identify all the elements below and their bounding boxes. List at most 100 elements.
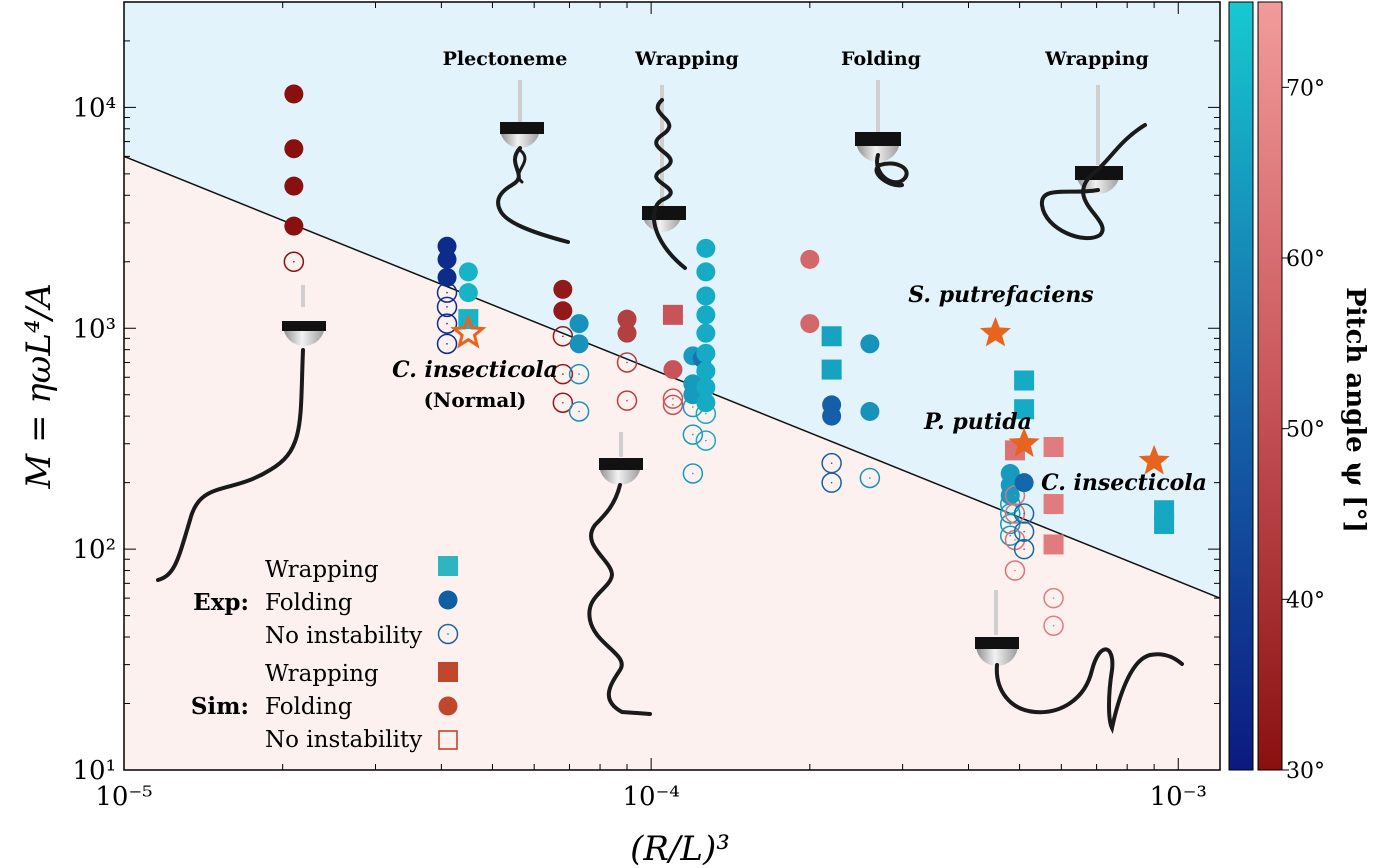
species-star xyxy=(450,314,487,349)
legend-marker xyxy=(438,662,458,682)
data-point-center xyxy=(1014,569,1016,572)
bacterium-illustrations xyxy=(156,80,1184,735)
data-point xyxy=(860,401,880,421)
data-point xyxy=(859,467,881,489)
data-point-center xyxy=(626,361,628,364)
data-point xyxy=(284,139,304,159)
data-point xyxy=(458,283,478,303)
data-point-center xyxy=(692,472,694,475)
data-point xyxy=(800,314,820,334)
data-point xyxy=(695,403,717,425)
data-point xyxy=(1043,534,1064,555)
legend-group-exp: Exp: xyxy=(193,589,249,616)
y-tick-label: 10⁴ xyxy=(72,93,116,123)
legend-label: Wrapping xyxy=(265,557,379,583)
data-point xyxy=(552,363,574,385)
colorbar-ticks: 30°40°50°60°70° xyxy=(1282,76,1325,784)
data-point xyxy=(436,282,458,303)
legend-marker xyxy=(437,623,459,645)
data-point-center xyxy=(672,397,674,400)
annotation-s-putrefaciens: S. putrefaciens xyxy=(908,282,1093,308)
data-point xyxy=(662,304,683,325)
annotation-c-insecticola-normal: C. insecticola xyxy=(392,357,558,383)
data-point xyxy=(553,279,573,299)
phase-regions xyxy=(124,2,1220,770)
data-point xyxy=(696,305,716,325)
data-point xyxy=(617,323,637,343)
bacterium-icon xyxy=(587,432,652,716)
data-point xyxy=(1013,538,1035,560)
regime-label-wrapping-right: Wrapping xyxy=(1044,48,1149,70)
legend-label: Wrapping xyxy=(265,661,379,687)
legend-marker xyxy=(438,696,458,716)
y-tick-label: 10¹ xyxy=(72,756,116,786)
data-point xyxy=(284,216,304,236)
data-point xyxy=(552,326,574,347)
data-point-center xyxy=(1009,523,1012,525)
data-point xyxy=(436,333,458,355)
data-point xyxy=(696,377,716,397)
data-point xyxy=(696,262,716,282)
data-point xyxy=(696,393,716,413)
data-point xyxy=(821,472,842,493)
data-point xyxy=(284,84,304,104)
data-point xyxy=(696,286,716,306)
data-point xyxy=(1004,560,1026,581)
colorbar-simulation xyxy=(1257,1,1283,771)
data-point xyxy=(458,262,478,282)
data-point-center xyxy=(578,410,580,413)
data-point-center xyxy=(1009,534,1012,537)
data-point xyxy=(662,388,684,409)
data-point-center xyxy=(293,260,295,263)
data-point xyxy=(436,296,458,318)
data-point xyxy=(860,334,880,354)
data-point xyxy=(1154,513,1175,534)
data-point xyxy=(1043,494,1064,515)
data-point-center xyxy=(446,343,448,345)
data-point xyxy=(569,334,589,354)
data-point xyxy=(821,359,842,380)
bacterium-icon xyxy=(1040,85,1147,241)
bacterium-icon xyxy=(496,80,570,244)
data-points xyxy=(283,84,1175,636)
regime-label-wrapping: Wrapping xyxy=(634,48,739,70)
legend-group-sim: Sim: xyxy=(191,693,249,720)
data-point xyxy=(568,401,590,422)
bacterium-icon xyxy=(156,285,326,582)
data-point-center xyxy=(562,373,564,375)
data-point xyxy=(568,363,590,385)
data-point-center xyxy=(446,306,448,308)
x-tick-label: 10⁻⁵ xyxy=(95,782,152,812)
data-point-center xyxy=(830,481,833,484)
colorbar-tick-label: 40° xyxy=(1286,588,1325,613)
data-point-center xyxy=(705,412,707,415)
colorbar-experiment xyxy=(1228,1,1254,771)
data-point-center xyxy=(446,322,448,325)
data-point xyxy=(821,326,842,347)
data-point xyxy=(1014,473,1034,493)
data-point-center xyxy=(626,399,628,402)
data-point xyxy=(1013,521,1035,542)
data-point xyxy=(283,251,305,273)
data-point xyxy=(617,309,637,329)
regime-label-plectoneme: Plectoneme xyxy=(443,48,568,70)
legend-marker xyxy=(438,590,458,610)
data-point xyxy=(695,430,717,451)
data-point-center xyxy=(705,439,707,442)
legend-label: No instability xyxy=(265,727,422,753)
legend: Exp: Wrapping Folding No instability Sim… xyxy=(191,556,459,753)
y-axis-title: M = ηωL⁴/A xyxy=(19,283,59,489)
data-point xyxy=(436,313,458,334)
species-star xyxy=(1138,444,1170,475)
colorbar-tick-label: 30° xyxy=(1286,759,1325,784)
data-point xyxy=(616,352,638,373)
data-point-center xyxy=(1023,512,1025,515)
data-point-center xyxy=(1023,530,1025,533)
x-axis-title: (R/L)³ xyxy=(630,829,730,868)
colorbar: 30°40°50°60°70° Pitch angle ψ [°] xyxy=(1228,1,1370,784)
data-point xyxy=(553,301,573,321)
colorbar-title: Pitch angle ψ [°] xyxy=(1340,287,1370,533)
data-point xyxy=(663,360,683,380)
